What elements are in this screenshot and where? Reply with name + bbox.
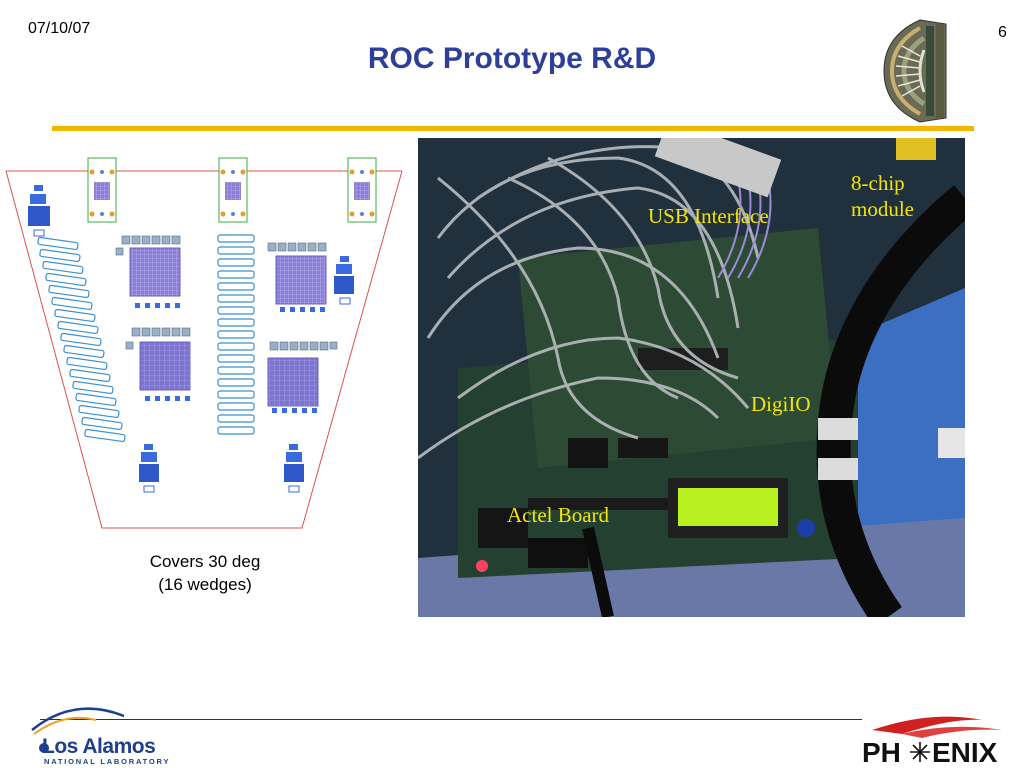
left-connector-strip [37, 236, 126, 443]
right-side-component [334, 256, 354, 305]
los-alamos-subtitle: NATIONAL LABORATORY [44, 757, 171, 766]
footer-rule [40, 719, 862, 720]
slide-title: ROC Prototype R&D [367, 42, 657, 75]
left-top-component [28, 185, 50, 237]
svg-text:ENIX: ENIX [932, 737, 998, 768]
caption-line-2: (16 wedges) [158, 575, 252, 594]
prototype-board-photo [418, 138, 965, 617]
los-alamos-logo-icon [31, 707, 125, 753]
bottom-right-component [284, 444, 304, 493]
digiio-label: DigiIO [751, 392, 811, 416]
chip-module-label: 8-chip module [851, 170, 914, 222]
wedge-layout-diagram [5, 157, 403, 529]
chip-module-upper-right [267, 242, 327, 312]
usb-interface-label: USB Interface [648, 204, 769, 228]
chip-module-lower-right [267, 341, 338, 413]
phenix-logo: PH ENIX [862, 716, 1002, 768]
actel-board-label: Actel Board [507, 503, 610, 527]
los-alamos-wordmark: Los Alamos [42, 735, 156, 758]
svg-text:PH: PH [862, 737, 901, 768]
slide-date: 07/10/07 [28, 20, 91, 37]
top-connectors [87, 157, 377, 223]
center-connector-stack [217, 234, 255, 435]
chip-module-upper-left [115, 235, 181, 308]
chip-module-label-line-1: 8-chip [851, 171, 905, 195]
detector-wedge-logo [883, 19, 947, 123]
chip-module-lower-left [125, 327, 191, 401]
page-number: 6 [998, 24, 1007, 41]
caption-line-1: Covers 30 deg [149, 552, 261, 571]
header-gold-rule [52, 126, 974, 131]
chip-module-label-line-2: module [851, 197, 914, 221]
bottom-left-component [139, 444, 159, 493]
diagram-caption: Covers 30 deg (16 wedges) [100, 550, 310, 596]
